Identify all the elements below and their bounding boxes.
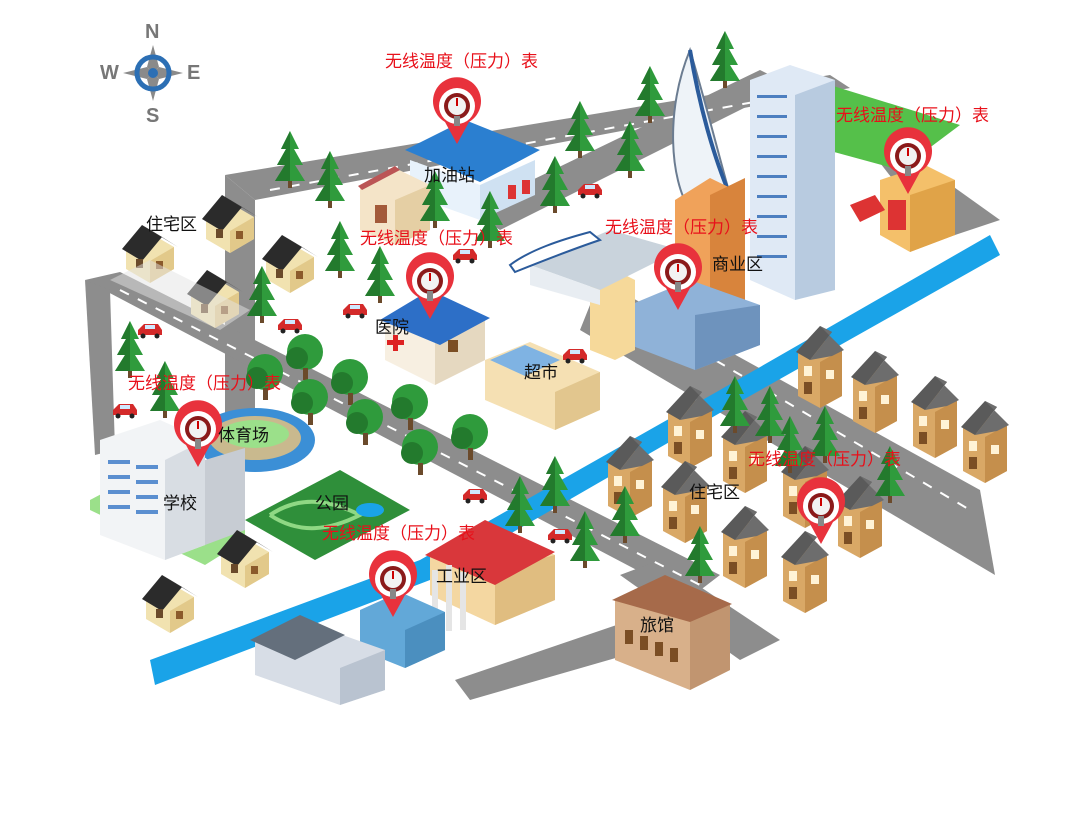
compass-west: W (100, 62, 119, 84)
meter-label-industrial: 无线温度（压力）表 (322, 524, 475, 544)
label-residential-west: 住宅区 (146, 215, 197, 235)
hospital (380, 290, 490, 385)
label-school: 学校 (163, 494, 197, 514)
label-residential-east: 住宅区 (689, 483, 740, 503)
meter-label-fire-station: 无线温度（压力）表 (836, 106, 989, 126)
school (90, 420, 245, 565)
label-gas-station: 加油站 (424, 166, 475, 186)
label-industrial: 工业区 (436, 567, 487, 587)
compass-east: E (187, 62, 201, 84)
label-stadium: 体育场 (218, 426, 269, 446)
river (150, 235, 1000, 685)
meter-label-school: 无线温度（压力）表 (128, 374, 281, 394)
label-park: 公园 (315, 494, 349, 514)
supermarket (485, 342, 600, 430)
stadium (195, 408, 315, 472)
skyscraper (750, 65, 835, 300)
fire-station (850, 165, 955, 252)
gas-station (405, 120, 540, 220)
industrial (250, 520, 555, 705)
firehall (358, 166, 430, 245)
compass-north: N (145, 21, 160, 43)
label-hospital: 医院 (375, 318, 409, 338)
label-hotel: 旅馆 (640, 616, 674, 636)
meter-label-residential-east: 无线温度（压力）表 (748, 450, 901, 470)
label-commercial: 商业区 (712, 255, 763, 275)
hotel (612, 575, 732, 690)
compass-south: S (146, 105, 160, 127)
houses-west (110, 195, 318, 633)
label-supermarket: 超市 (524, 363, 558, 383)
commercial-block (590, 270, 760, 370)
meter-label-gas-station: 无线温度（压力）表 (385, 52, 538, 72)
meter-label-hospital: 无线温度（压力）表 (360, 229, 513, 249)
compass-rose-icon (123, 45, 183, 101)
park (245, 470, 410, 560)
meter-label-commercial: 无线温度（压力）表 (605, 218, 758, 238)
train-station (508, 230, 680, 305)
